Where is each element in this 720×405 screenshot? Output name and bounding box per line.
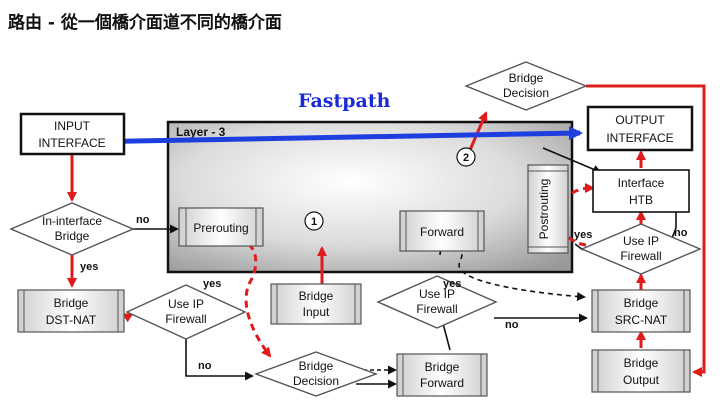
bridge-output-box: Bridge Output — [591, 349, 691, 393]
use-ip-firewall-1-line2: Firewall — [165, 312, 206, 326]
layer3-label: Layer - 3 — [176, 125, 226, 139]
in-interface-bridge-diamond: In-interface Bridge — [9, 202, 135, 256]
bridge-forward-box: Bridge Forward — [396, 353, 488, 397]
use-ip-firewall-1-line1: Use IP — [168, 297, 204, 311]
bridge-output-line2: Output — [623, 373, 660, 387]
edge-label-yes-firewall-2: yes — [443, 278, 461, 290]
use-ip-firewall-2-line2: Firewall — [416, 302, 457, 316]
forward-box: Forward — [399, 210, 485, 252]
input-interface-line2: INTERFACE — [38, 136, 105, 150]
bridge-dst-nat-line2: DST-NAT — [46, 313, 97, 327]
page-title: 路由 - 從一個橋介面道不同的橋介面 — [8, 13, 282, 33]
in-interface-bridge-line1: In-interface — [42, 214, 102, 228]
use-ip-firewall-diamond-3: Use IP Firewall — [580, 223, 702, 275]
marker-2-label: 2 — [463, 152, 469, 164]
input-interface-line1: INPUT — [54, 119, 91, 133]
postrouting-box: Postrouting — [527, 164, 569, 254]
use-ip-firewall-diamond-2: Use IP Firewall — [376, 275, 498, 329]
marker-1: 1 — [304, 211, 324, 231]
fastpath-label: Fastpath — [298, 90, 391, 112]
use-ip-firewall-3-line2: Firewall — [620, 249, 661, 263]
use-ip-firewall-2-line1: Use IP — [419, 287, 455, 301]
bridge-decision-bottom-line1: Bridge — [299, 359, 334, 373]
edge-label-no-firewall-1: no — [198, 360, 212, 372]
prerouting-box: Prerouting — [178, 207, 264, 247]
bridge-forward-line1: Bridge — [425, 360, 460, 374]
bridge-output-line1: Bridge — [624, 356, 659, 370]
output-interface-line1: OUTPUT — [615, 113, 665, 127]
marker-2: 2 — [456, 147, 476, 167]
in-interface-bridge-line2: Bridge — [55, 229, 90, 243]
edge-label-yes-firewall-1: yes — [203, 278, 221, 290]
bridge-decision-top-line1: Bridge — [509, 71, 544, 85]
bridge-forward-line2: Forward — [420, 376, 464, 390]
bridge-input-line2: Input — [303, 305, 330, 319]
bridge-src-nat-box: Bridge SRC-NAT — [591, 289, 691, 333]
bridge-input-line1: Bridge — [299, 289, 334, 303]
bridge-dst-nat-line1: Bridge — [54, 296, 89, 310]
layer3-box: Layer - 3 — [166, 120, 574, 274]
bridge-src-nat-line1: Bridge — [624, 296, 659, 310]
forward-label: Forward — [420, 225, 464, 239]
edge-label-no-firewall-3: no — [674, 227, 688, 239]
prerouting-label: Prerouting — [193, 221, 248, 235]
output-interface-line2: INTERFACE — [606, 131, 673, 145]
input-interface-box: INPUT INTERFACE — [19, 112, 126, 156]
bridge-input-box: Bridge Input — [270, 283, 362, 325]
bridge-decision-diamond-bottom: Bridge Decision — [253, 351, 379, 397]
edge-label-no-firewall-2: no — [505, 319, 519, 331]
bridge-decision-diamond-top: Bridge Decision — [464, 61, 588, 111]
output-interface-box: OUTPUT INTERFACE — [586, 105, 694, 152]
edge-label-no-in-interface: no — [136, 214, 150, 226]
edge-label-yes-in-interface: yes — [80, 261, 98, 273]
marker-1-label: 1 — [311, 216, 317, 228]
bridge-decision-top-line2: Decision — [503, 86, 549, 100]
bridge-decision-bottom-line2: Decision — [293, 374, 339, 388]
postrouting-label: Postrouting — [537, 179, 551, 240]
interface-htb-line1: Interface — [618, 176, 665, 190]
interface-htb-box: Interface HTB — [592, 169, 690, 213]
interface-htb-line2: HTB — [629, 193, 653, 207]
bridge-src-nat-line2: SRC-NAT — [615, 313, 668, 327]
edge-label-yes-firewall-3: yes — [574, 229, 592, 241]
use-ip-firewall-diamond-1: Use IP Firewall — [125, 284, 247, 340]
edge-labels: no yes yes no yes no yes no — [80, 214, 688, 372]
bridge-dst-nat-box: Bridge DST-NAT — [17, 289, 125, 333]
use-ip-firewall-3-line1: Use IP — [623, 234, 659, 248]
